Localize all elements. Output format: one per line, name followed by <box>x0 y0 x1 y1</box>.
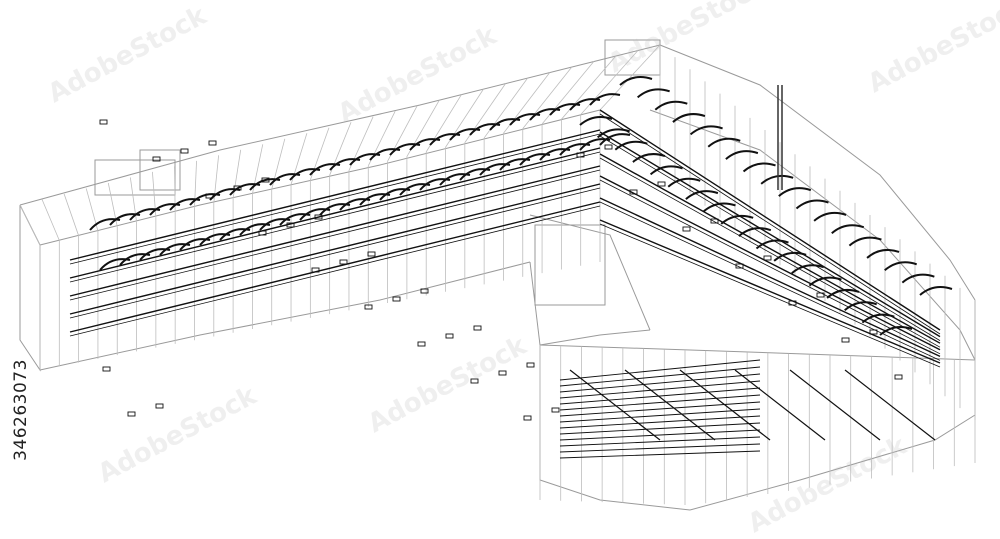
mep-ductwork <box>69 76 953 459</box>
stock-id-text: 346263073 <box>11 359 31 461</box>
riser-pipe <box>777 85 783 190</box>
stock-id-label: 346263073 <box>6 295 36 525</box>
